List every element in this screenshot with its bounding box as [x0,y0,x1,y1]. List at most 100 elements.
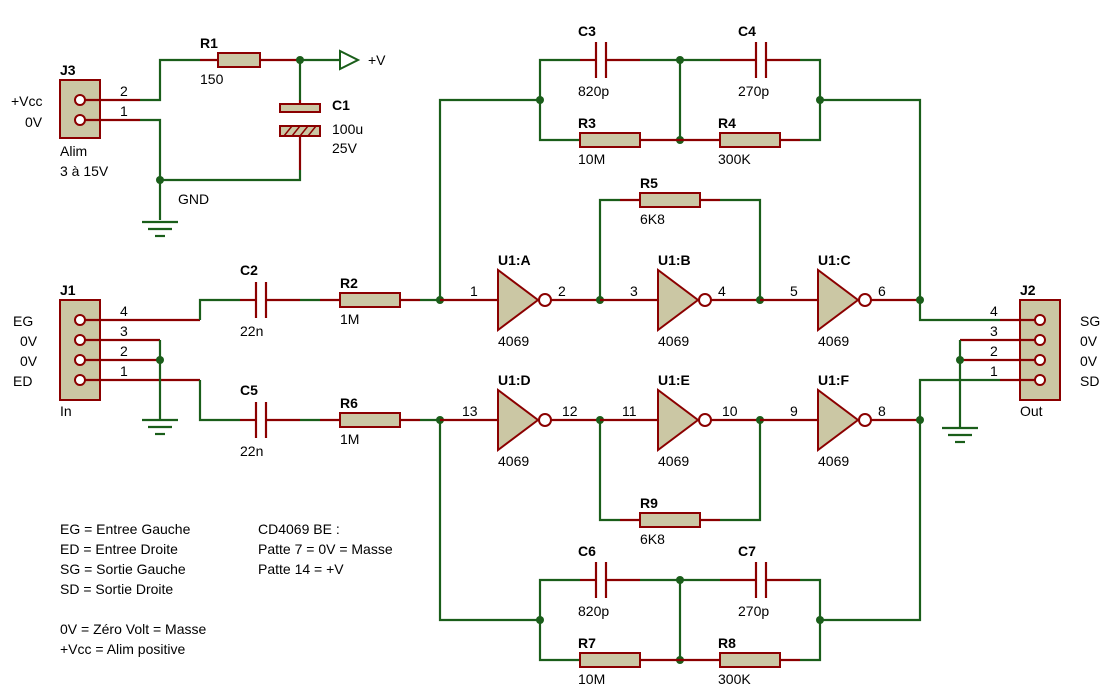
j2-pin-1: 1 [990,363,998,379]
note-line: Patte 14 = +V [258,561,344,577]
u1f-inverter [817,388,860,452]
j2-pin-2: 2 [990,343,998,359]
j3-pin-1: 1 [120,103,128,119]
j1-pin-2: 2 [120,343,128,359]
u1c-inverter [817,268,860,332]
u1c-part: 4069 [818,333,849,349]
j2-ref: J2 [1020,282,1036,298]
j3-ref: J3 [60,62,76,78]
u1f-pin-out: 8 [878,403,886,419]
gnd-label: GND [178,191,209,207]
note-line: 0V = Zéro Volt = Masse [60,621,207,637]
c2-value: 22n [240,323,263,339]
j1-ref: J1 [60,282,76,298]
u1e-pin-in: 11 [622,403,637,419]
r7-ref: R7 [578,635,596,651]
c3-ref: C3 [578,23,596,39]
j1-pin-3: 3 [120,323,128,339]
j3-desc: 3 à 15V [60,163,109,179]
u1e-inverter [657,388,700,452]
ground-icon [142,418,178,436]
u1f-part: 4069 [818,453,849,469]
r5-ref: R5 [640,175,658,191]
r7-resistor [579,652,641,668]
r6-resistor [339,412,401,428]
u1b-pin-in: 3 [630,283,638,299]
r5-resistor [639,192,701,208]
u1e-part: 4069 [658,453,689,469]
note-line: ED = Entree Droite [60,541,178,557]
r3-value: 10M [578,151,605,167]
note-line [60,599,206,619]
j2-label-0v-a: 0V [1080,333,1098,349]
u1e-ref: U1:E [658,372,690,388]
j3-pin-2: 2 [120,83,128,99]
r7-value: 10M [578,671,605,687]
c2-ref: C2 [240,262,258,278]
input-connector-section: J1 In EG 0V 0V ED 4 3 2 1 [13,282,200,436]
u1d-ref: U1:D [498,372,531,388]
r1-resistor [217,52,261,68]
u1a-part: 4069 [498,333,529,349]
r8-ref: R8 [718,635,736,651]
r2-resistor [339,292,401,308]
c1-voltage: 25V [332,140,358,156]
u1a-inverter [497,268,540,332]
j3-label-0v: 0V [25,114,43,130]
c5-ref: C5 [240,382,258,398]
r4-resistor [719,132,781,148]
vplus-arrow-icon [339,49,361,71]
u1d-pin-in: 13 [462,403,478,419]
note-line: EG = Entree Gauche [60,521,191,537]
r3-resistor [579,132,641,148]
left-channel: C2 22n R2 1M 1 2 U1:A 4069 R5 6K8 3 [198,23,1000,349]
r9-ref: R9 [640,495,658,511]
j1-label-eg: EG [13,313,33,329]
right-channel: C5 22n R6 1M 13 12 U1:D 4069 R9 6K8 11 [198,372,1000,687]
ground-icon [942,426,978,444]
u1b-ref: U1:B [658,252,691,268]
note-line: +Vcc = Alim positive [60,641,186,657]
u1d-pin-out: 12 [562,403,578,419]
output-connector-section: J2 Out SG 0V 0V SD 4 3 2 1 [942,282,1100,444]
u1a-pin-out: 2 [558,283,566,299]
c4-value: 270p [738,83,769,99]
u1b-part: 4069 [658,333,689,349]
j2-name: Out [1020,403,1043,419]
j3-connector [59,79,101,139]
c5-value: 22n [240,443,263,459]
j2-pin-3: 3 [990,323,998,339]
power-section: J3 Alim 3 à 15V +Vcc 0V 2 1 R1 150 +V C1 [11,35,386,238]
u1f-ref: U1:F [818,372,850,388]
u1c-pin-in: 5 [790,283,798,299]
j1-label-ed: ED [13,373,32,389]
u1d-inverter [497,388,540,452]
r8-value: 300K [718,671,751,687]
j1-pin-4: 4 [120,303,128,319]
j1-pin-1: 1 [120,363,128,379]
r5-value: 6K8 [640,211,665,227]
note-line: SG = Sortie Gauche [60,561,186,577]
note-line: CD4069 BE : [258,521,340,537]
r6-value: 1M [340,431,359,447]
c6-value: 820p [578,603,609,619]
vplus-label: +V [368,52,386,68]
c7-ref: C7 [738,543,756,559]
r2-value: 1M [340,311,359,327]
j2-label-sg: SG [1080,313,1100,329]
u1d-part: 4069 [498,453,529,469]
u1c-pin-out: 6 [878,283,886,299]
j3-label-vcc: +Vcc [11,93,43,109]
note-line: Patte 7 = 0V = Masse [258,541,393,557]
j1-label-0v-b: 0V [20,353,38,369]
r9-value: 6K8 [640,531,665,547]
u1b-inverter [657,268,700,332]
u1a-ref: U1:A [498,252,531,268]
r1-value: 150 [200,71,224,87]
j3-name: Alim [60,143,87,159]
c3-value: 820p [578,83,609,99]
c7-value: 270p [738,603,769,619]
r8-resistor [719,652,781,668]
c1-capacitor [279,103,321,113]
